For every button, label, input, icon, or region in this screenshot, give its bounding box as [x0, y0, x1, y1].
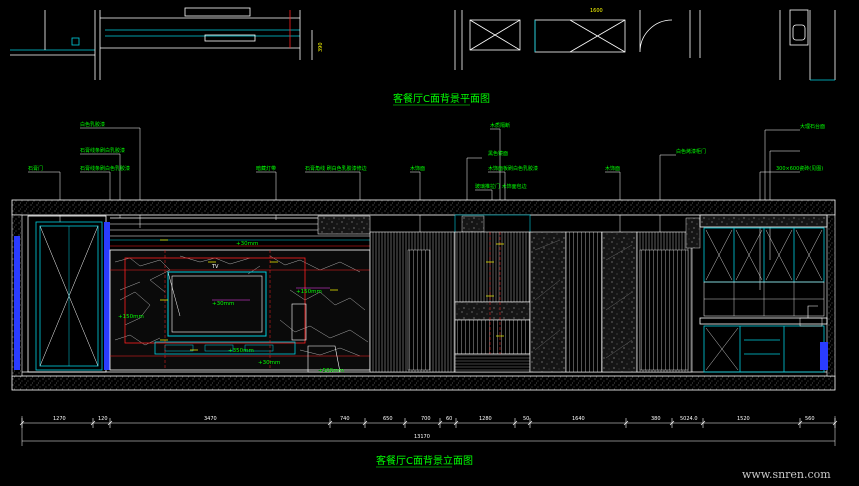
callout-label: 玻璃推拉门 木饰面包边	[475, 183, 527, 190]
dim-label: 1520	[737, 416, 750, 422]
annotation: +350mm	[228, 348, 254, 354]
dim-label: 560	[805, 416, 815, 422]
dim-label: 1270	[53, 416, 66, 422]
dim-label: 740	[340, 416, 350, 422]
dim-label: 700	[421, 416, 431, 422]
plan-view: 390 1600	[10, 7, 836, 81]
watermark: www.snren.com	[742, 468, 831, 481]
dim-label: 3470	[204, 416, 217, 422]
left-door	[14, 215, 110, 373]
callout-label: 大理石台面	[800, 123, 825, 130]
glass-sliding-doors	[529, 217, 701, 373]
callout-labels: 白色乳胶漆 石膏线条刷白乳胶漆 石膏线条刷白色乳胶漆 石膏门 暗藏灯带 石膏角线…	[28, 121, 825, 190]
dim-label: 60	[446, 416, 452, 422]
dim-label: 1280	[479, 416, 492, 422]
callout-label: 木饰面板刷白色乳胶漆	[488, 165, 538, 172]
annotation: +500mm	[318, 368, 344, 374]
callout-label: 300×600瓷砖(见图)	[776, 165, 823, 172]
annotation: +30mm	[236, 241, 258, 247]
dimension-labels: 1270 120 3470 740 650 700 60 1280 50 164…	[53, 416, 815, 440]
annotation: +30mm	[258, 360, 280, 366]
dimension-ticks	[19, 418, 838, 428]
tv-label: TV	[211, 264, 219, 270]
kitchen-cabinets	[699, 214, 828, 373]
callout-label: 白色乳胶漆	[80, 121, 105, 128]
dim-total: 13170	[414, 434, 430, 440]
dim-label: 380	[651, 416, 661, 422]
callout-label: 暗藏灯带	[256, 165, 276, 172]
dim-label: 50	[523, 416, 529, 422]
callout-label: 黑色镜面	[488, 150, 508, 157]
plan-dim-390: 390	[318, 42, 324, 52]
elevation-title: 客餐厅C面背景立面图	[376, 454, 473, 467]
callout-label: 石膏角线 刷白色乳胶漆修边	[305, 165, 367, 172]
annotation: +150mm	[118, 314, 144, 320]
callout-label: 石膏线条刷白乳胶漆	[80, 147, 125, 154]
callout-label: 木饰面	[410, 165, 425, 172]
tv-wall: TV +30mm +150mm +30mm +150mm +350mm +30m…	[109, 215, 371, 374]
dim-label: 5024.0	[680, 416, 698, 422]
dim-label: 120	[98, 416, 108, 422]
plan-title: 客餐厅C面背景平面图	[393, 92, 490, 105]
tv-icon	[167, 271, 267, 337]
dim-label: 1640	[572, 416, 585, 422]
callout-label: 白色烤漆柜门	[676, 148, 706, 155]
callout-label: 木质隔断	[490, 122, 510, 129]
callout-label: 石膏线条刷白色乳胶漆	[80, 165, 130, 172]
callout-label: 木饰面	[605, 165, 620, 172]
annotation: +150mm	[296, 289, 322, 295]
callout-label: 石膏门	[28, 165, 43, 172]
dim-label: 650	[383, 416, 393, 422]
wood-panel-wall	[369, 214, 531, 373]
plan-dim-1600: 1600	[590, 8, 603, 14]
annotation: +30mm	[212, 301, 234, 307]
